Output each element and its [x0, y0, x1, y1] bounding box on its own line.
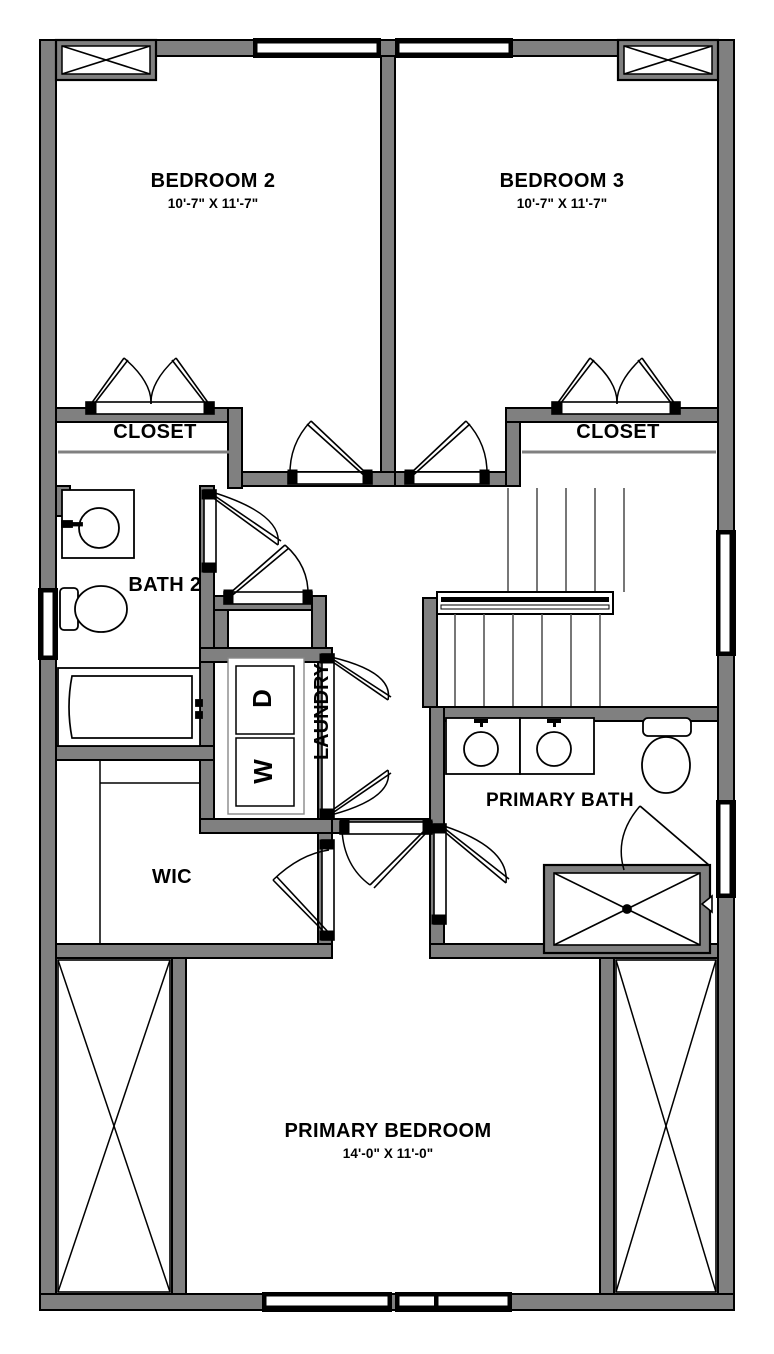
window-primary-bedroom-1: [262, 1292, 392, 1312]
room-name-closet-left: CLOSET: [113, 421, 197, 443]
bath2-tub-inner: [68, 675, 193, 739]
door-hall-primary-bedroom[interactable]: [339, 819, 433, 889]
room-name-bath2: BATH 2: [128, 574, 202, 596]
bath2-faucet-spout: [71, 522, 83, 527]
window-primary-bedroom-3: [434, 1292, 512, 1312]
room-label-bath2: BATH 2: [65, 574, 265, 596]
closet-x-pbr-left: [57, 959, 171, 1293]
pbath-sink-bowl-left: [463, 731, 499, 767]
bath2-sink-bowl: [78, 507, 120, 549]
pbath-toilet-tank: [642, 717, 692, 737]
stair-handrail: [436, 591, 614, 615]
room-label-bedroom2: BEDROOM 2 10'-7" X 11'-7": [93, 170, 333, 211]
room-dims-bedroom2: 10'-7" X 11'-7": [167, 196, 259, 212]
exterior-wall-left: [38, 38, 58, 1312]
pbath-faucet-left-stem: [480, 719, 483, 727]
room-name-laundry: LAUNDRY: [311, 663, 333, 761]
stair-treads-lower: [454, 614, 601, 706]
wall-wic-top: [54, 744, 216, 762]
pbath-shower-head: [700, 894, 713, 914]
wall-pbr-closet-right-inner: [598, 956, 616, 1296]
room-label-closet-right: CLOSET: [518, 421, 718, 443]
windows-group: [38, 38, 736, 1312]
wall-laundry-bottom: [198, 817, 334, 835]
window-bedroom2-top: [253, 38, 381, 58]
corner-closets-group: [54, 38, 720, 82]
exterior-wall-right: [716, 38, 736, 1312]
primary-bath-fixtures: [445, 717, 713, 955]
room-dims-primary-bedroom: 14'-0" X 11'-0": [342, 1146, 434, 1162]
room-dims-bedroom3: 10'-7" X 11'-7": [516, 196, 608, 212]
door-wic[interactable]: [272, 839, 335, 941]
bath2-fixtures: [57, 489, 203, 747]
window-bedroom3-top: [395, 38, 513, 58]
door-bedroom3[interactable]: [404, 420, 490, 485]
door-primary-bath[interactable]: [431, 823, 510, 925]
door-linen-closet[interactable]: [223, 544, 313, 605]
wall-bedroom2-bedroom3: [379, 54, 397, 488]
doors-group[interactable]: [85, 357, 711, 941]
wall-closet-left-side: [226, 406, 244, 490]
room-label-primary-bedroom: PRIMARY BEDROOM 14'-0" X 11'-0": [218, 1120, 558, 1161]
room-name-bedroom3: BEDROOM 3: [499, 170, 625, 192]
bath2-tub-drain: [195, 699, 203, 707]
room-label-bedroom3: BEDROOM 3 10'-7" X 11'-7": [442, 170, 682, 211]
room-name-wic: WIC: [151, 866, 193, 888]
pbath-faucet-right-stem: [553, 719, 556, 727]
pbath-shower-drain: [622, 904, 632, 914]
room-label-closet-left: CLOSET: [55, 421, 255, 443]
wall-stairhall-left: [421, 596, 439, 709]
appliance-letter-washer: W: [247, 759, 278, 784]
room-label-primary-bath: PRIMARY BATH: [460, 790, 660, 812]
stairs-group: [436, 488, 625, 706]
door-laundry[interactable]: [319, 653, 392, 819]
room-label-wic: WIC: [92, 866, 252, 888]
door-primary-bath-shower-swing[interactable]: [620, 805, 711, 871]
bath2-toilet-bowl: [74, 585, 128, 633]
wall-laundry-left: [198, 646, 216, 835]
dryer-box: [235, 665, 295, 735]
closet-x-bedroom3-top: [616, 38, 720, 82]
window-primary-bath-right: [716, 800, 736, 898]
closet-x-bedroom2-top: [54, 38, 158, 82]
wic-shelves: [99, 760, 201, 944]
appliance-letter-dryer: D: [246, 689, 277, 708]
stair-treads-upper: [507, 488, 625, 592]
room-name-bedroom2: BEDROOM 2: [150, 170, 276, 192]
room-name-primary-bath: PRIMARY BATH: [485, 790, 634, 811]
wall-pbr-closet-left-inner: [170, 956, 188, 1296]
window-stairhall-right: [716, 530, 736, 656]
washer-box: [235, 737, 295, 807]
window-bath2-left: [38, 588, 58, 660]
room-name-primary-bedroom: PRIMARY BEDROOM: [284, 1120, 492, 1142]
room-name-closet-right: CLOSET: [576, 421, 660, 443]
bath2-faucet: [61, 520, 73, 528]
door-bedroom2[interactable]: [287, 420, 373, 485]
pbath-toilet-bowl: [641, 736, 691, 794]
laundry-appliances: [227, 657, 305, 815]
closet-x-pbr-right: [615, 959, 717, 1293]
bath2-tub-valve: [195, 711, 203, 719]
door-closet-left[interactable]: [85, 357, 215, 415]
pbath-sink-bowl-right: [536, 731, 572, 767]
primary-bedroom-closets: [57, 959, 717, 1293]
door-closet-right[interactable]: [551, 357, 681, 415]
wall-wic-bottom: [54, 942, 334, 960]
door-bath2[interactable]: [201, 489, 282, 573]
